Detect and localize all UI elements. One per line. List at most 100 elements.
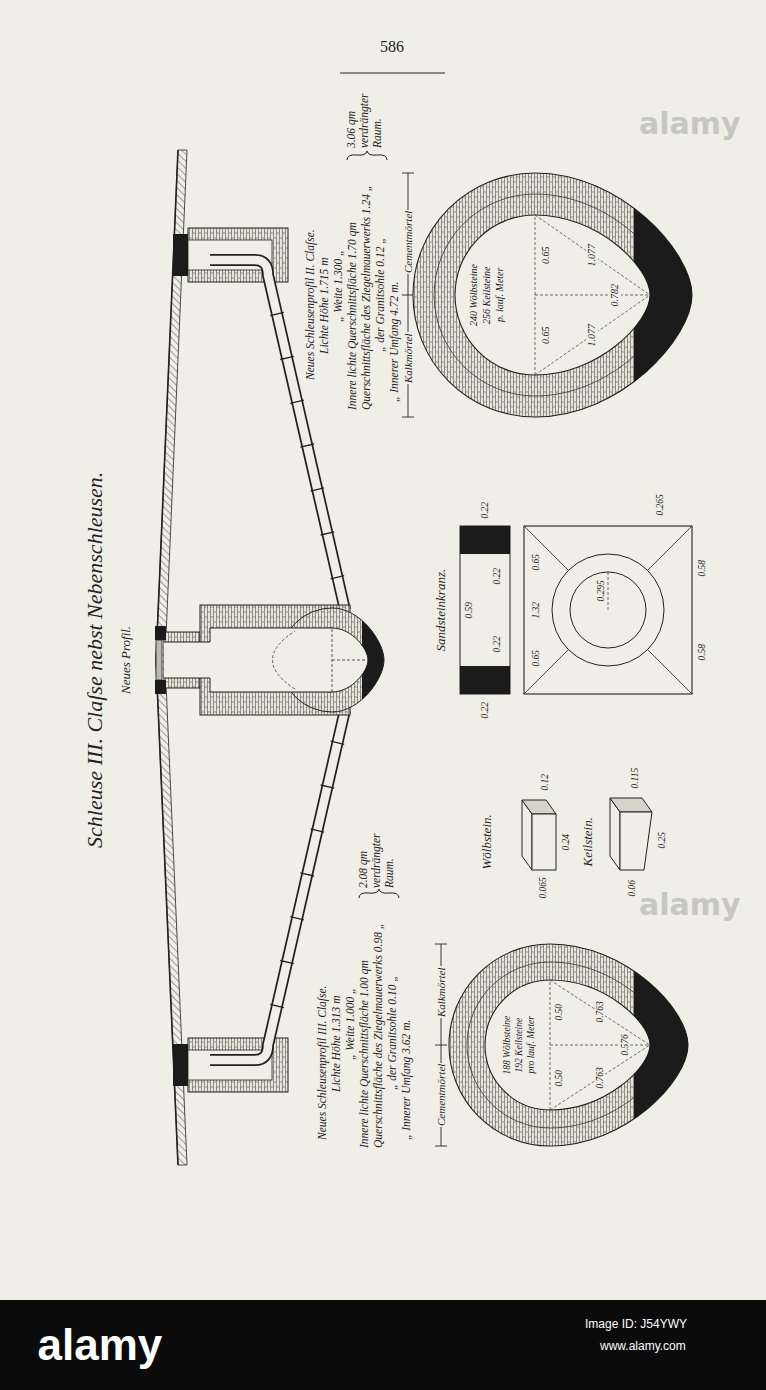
brick-count: 188 Wölbsteine — [502, 1015, 513, 1076]
brick-front-face — [532, 814, 556, 870]
watermark: alamy — [639, 107, 741, 142]
main-granite-sole — [362, 608, 384, 712]
wedge-side-face — [610, 798, 652, 812]
manhole-cover — [156, 640, 162, 680]
pipe-joints — [270, 741, 344, 1008]
image-url: www.alamy.com — [600, 1340, 686, 1354]
mortar-dimension — [435, 944, 447, 1146]
dimension: 0.22 — [492, 567, 503, 586]
spec-line: Lichte Höhe 1.313 m — [330, 996, 343, 1092]
radius-line — [608, 572, 609, 610]
ring-side-block — [460, 666, 510, 694]
dimension: 0.65 — [540, 246, 552, 266]
dimension: 0.58 — [697, 559, 708, 578]
part-label: Keilstein. — [581, 817, 596, 866]
image-id: Image ID: J54YWY — [585, 1318, 687, 1332]
egg-dimension-lines — [535, 215, 650, 375]
spec-line: Querschnittsfläche des Ziegelmauerwerks … — [360, 185, 373, 410]
header-rule — [340, 73, 445, 74]
brace — [347, 151, 387, 160]
dimension: 0.782 — [609, 283, 621, 308]
gully-inlet — [173, 1044, 188, 1086]
dimension: 0.115 — [630, 767, 641, 790]
ring-plan — [524, 526, 692, 694]
title: Schleuse III. Claſse nebst Nebenschleuse… — [82, 472, 107, 848]
dimension: 0.25 — [657, 831, 668, 850]
spec-line: Querschnittsfläche des Ziegelmauerwerks … — [372, 923, 385, 1148]
dimension: 0.12 — [540, 773, 551, 792]
watermark: alamy — [639, 888, 741, 923]
dimension: 0.59 — [464, 601, 475, 620]
chamber-outline — [164, 628, 332, 692]
egg-dimension-lines — [550, 980, 650, 1110]
volume-note: 2.08 qm verdrängter Raum. — [357, 824, 397, 888]
granite-sole-iii — [634, 944, 688, 1146]
part-label: Wölbstein. — [480, 814, 495, 869]
brick-count: pro lauf. Meter — [526, 1015, 537, 1074]
spec-line: Neues Schleusenprofil II. Claſse. — [304, 229, 317, 380]
ring-side-block — [460, 526, 510, 554]
egg-profile-ii — [413, 173, 692, 417]
spec-line: Lichte Höhe 1.715 m — [318, 258, 331, 354]
subtitle: Neues Profil. — [119, 626, 134, 694]
ring-side-view — [460, 526, 510, 694]
dimension: 0.58 — [697, 643, 708, 662]
mortar-dimension — [402, 173, 414, 417]
dimension: 0.295 — [596, 579, 607, 602]
dimension: 0.763 — [595, 1066, 606, 1089]
spec-line: Neues Schleusenprofil III. Claſse. — [316, 986, 329, 1140]
dimension: 0.65 — [540, 326, 552, 346]
watermark-logo: alamy — [38, 1320, 163, 1371]
dimension: 0.24 — [561, 833, 572, 852]
dimension: 0.576 — [620, 1033, 631, 1056]
dimension: 0.22 — [480, 501, 491, 520]
dimension: 1.32 — [531, 601, 542, 620]
granite-sole — [362, 608, 384, 712]
spec-line: „ Innerer Umfang 4.72 m. — [388, 282, 401, 402]
dimension: 0.50 — [554, 1069, 565, 1088]
manhole-frame — [155, 626, 166, 640]
mortar-label: Kalkmörtel — [402, 333, 415, 385]
spec-line: „ der Granitsohle 0.12 „ — [374, 237, 387, 352]
dimension: 0.65 — [531, 649, 542, 668]
chamber-dashed-lines — [273, 628, 369, 692]
brace — [359, 889, 399, 898]
part-label: Sandsteinkranz. — [434, 569, 449, 652]
brick-count: p. lauf. Meter — [494, 267, 506, 323]
granite-sole — [634, 944, 688, 1146]
manhole-frame — [155, 680, 166, 694]
side-sewer-mirrored — [173, 228, 345, 610]
spec-line: „ der Granitsohle 0.10 „ — [386, 975, 399, 1090]
dimension: 0.22 — [480, 701, 491, 720]
spec-line: „ Weite 1.300 „ — [332, 250, 345, 322]
page-number: 586 — [380, 38, 404, 56]
neck-interior — [164, 642, 211, 678]
dimension: 0.265 — [655, 493, 666, 516]
spec-line: Innere lichte Querschnittsfläche 1.00 qm — [358, 960, 371, 1148]
brick-side-face — [522, 800, 556, 814]
dimension: 0.22 — [492, 635, 503, 654]
watermark-banner — [0, 1300, 766, 1390]
chamber-interior — [210, 628, 332, 692]
volume-note: 3.06 qm verdrängter Raum. — [345, 84, 385, 148]
egg-profile-iii — [449, 944, 688, 1146]
dimension: 1.077 — [586, 243, 598, 268]
dimension: 0.65 — [531, 553, 542, 572]
dimension: 1.077 — [586, 323, 598, 348]
mortar-label: Cementmörtel — [435, 1063, 448, 1127]
dimension: 0.763 — [595, 1000, 606, 1023]
mortar-label: Kalkmörtel — [435, 967, 448, 1019]
brick-count: 240 Wölbsteine — [468, 263, 480, 327]
ring-opening — [570, 572, 646, 648]
spec-line: „ Innerer Umfang 3.62 m. — [400, 1020, 413, 1140]
spec-line: „ Weite 1.000 „ — [344, 988, 357, 1060]
spec-line: Innere lichte Querschnittsfläche 1.70 qm — [346, 222, 359, 410]
dimension: 0.065 — [538, 876, 549, 899]
ring-outer-circle — [552, 554, 664, 666]
brick-count: 192 Keilsteine — [514, 1017, 525, 1074]
dimension: 0.06 — [627, 879, 638, 898]
wedge-front-face — [620, 812, 652, 870]
granite-sole-ii — [634, 173, 692, 417]
